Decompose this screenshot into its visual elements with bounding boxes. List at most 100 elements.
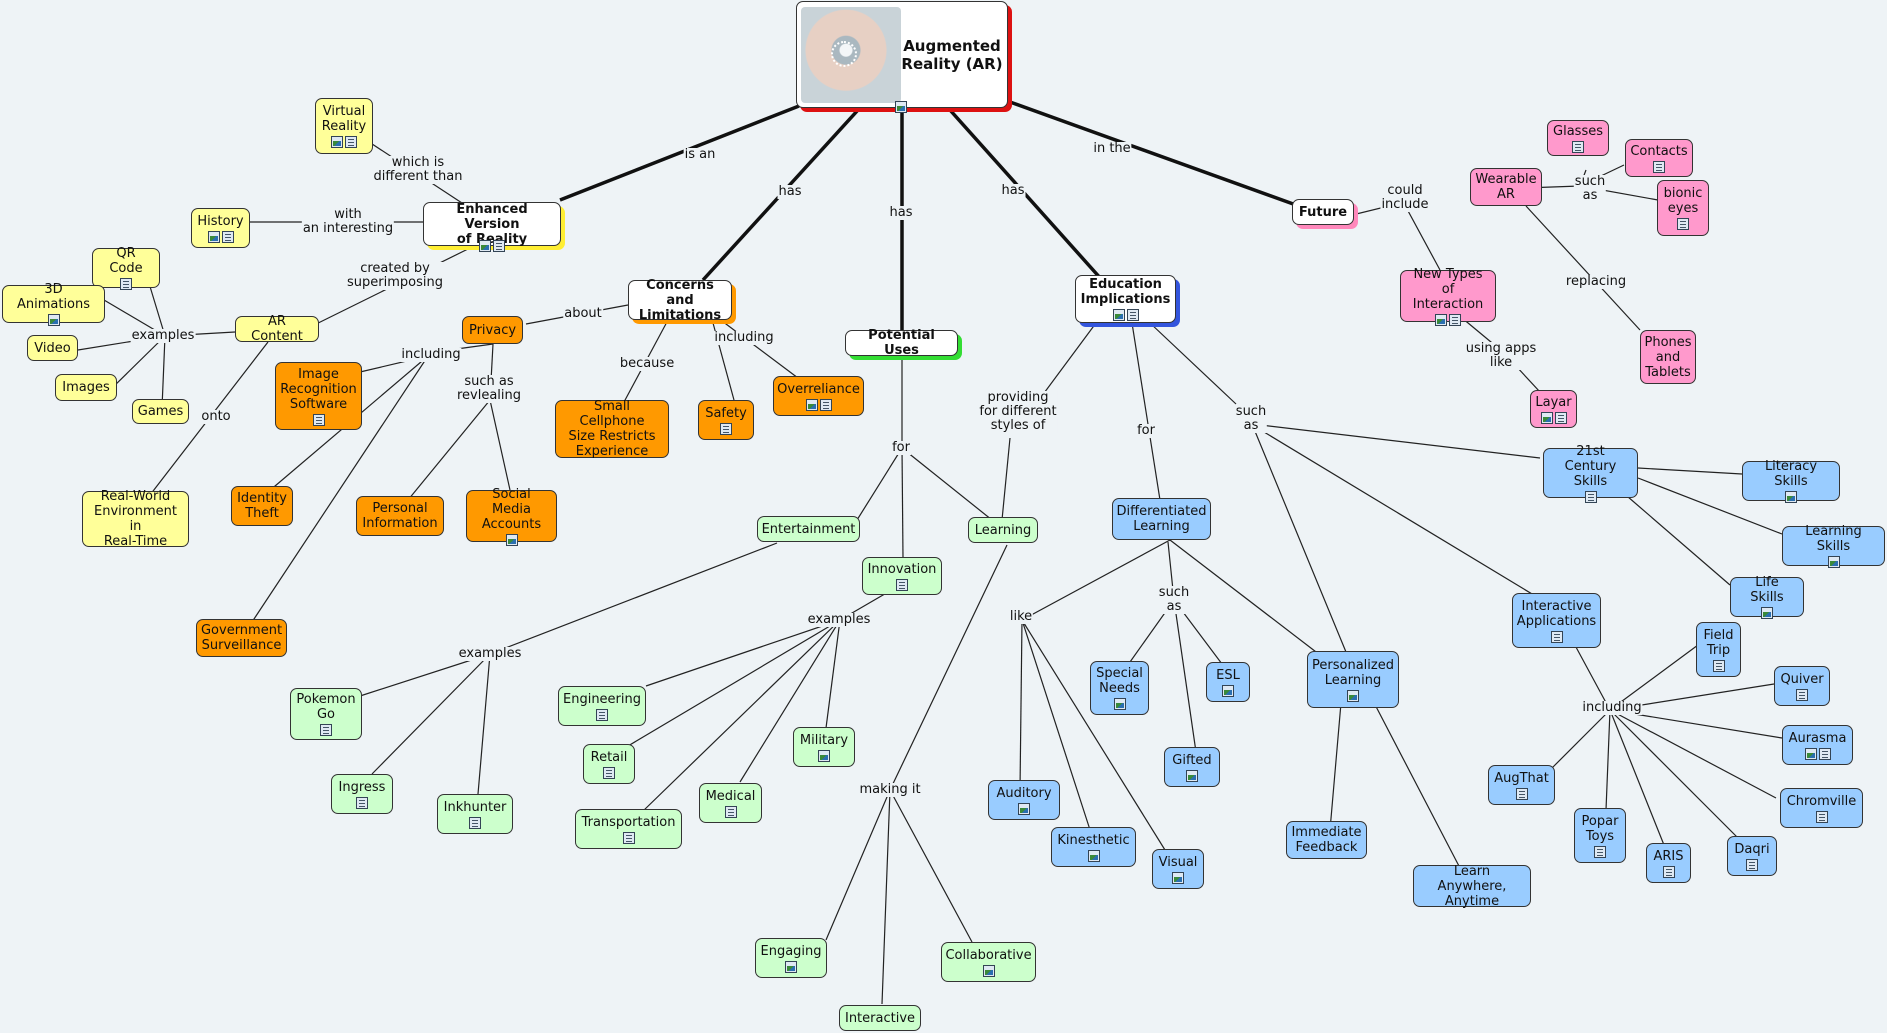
node-wearable-ar[interactable]: Wearable AR <box>1470 168 1542 206</box>
node-special-needs[interactable]: Special Needs <box>1090 661 1149 715</box>
node-overreliance[interactable]: Overreliance <box>773 376 864 416</box>
node-immediate-feedback[interactable]: Immediate Feedback <box>1286 821 1367 859</box>
node-personal-information[interactable]: Personal Information <box>356 496 444 536</box>
image-icon[interactable] <box>1113 698 1126 710</box>
document-icon[interactable] <box>1653 160 1665 173</box>
document-icon[interactable] <box>221 230 234 243</box>
document-icon[interactable] <box>720 422 732 435</box>
document-icon[interactable] <box>1572 140 1584 153</box>
node-video[interactable]: Video <box>27 335 78 361</box>
document-icon[interactable] <box>493 240 505 252</box>
image-icon[interactable] <box>1172 871 1184 884</box>
image-icon[interactable] <box>1804 747 1817 760</box>
node-history[interactable]: History <box>191 208 250 248</box>
node-engaging[interactable]: Engaging <box>755 938 827 978</box>
root-node-augmented-reality[interactable]: Augmented Reality (AR) <box>796 1 1008 113</box>
node-esl[interactable]: ESL <box>1206 662 1250 702</box>
node-aris[interactable]: ARIS <box>1646 843 1691 883</box>
node-small-cellphone[interactable]: Small Cellphone Size Restricts Experienc… <box>555 399 669 459</box>
image-icon[interactable] <box>1761 607 1773 619</box>
document-icon[interactable] <box>1746 858 1758 871</box>
document-icon[interactable] <box>1818 747 1831 760</box>
node-retail[interactable]: Retail <box>583 744 635 784</box>
image-icon[interactable] <box>982 964 995 977</box>
image-icon[interactable] <box>1018 802 1030 815</box>
node-concerns-limitations[interactable]: Concerns and Limitations <box>628 278 732 323</box>
node-layar[interactable]: Layar <box>1530 390 1577 428</box>
node-real-world[interactable]: Real-World Environment in Real-Time <box>82 489 189 549</box>
image-icon[interactable] <box>207 230 220 243</box>
node-contacts[interactable]: Contacts <box>1625 139 1693 177</box>
node-virtual-reality[interactable]: Virtual Reality <box>315 98 373 154</box>
document-icon[interactable] <box>596 708 608 721</box>
image-icon[interactable] <box>479 240 491 252</box>
node-enhanced-version[interactable]: Enhanced Version of Reality <box>423 202 561 252</box>
document-icon[interactable] <box>345 136 357 148</box>
node-government-surveillance[interactable]: Government Surveillance <box>196 619 287 657</box>
node-bionic-eyes[interactable]: bionic eyes <box>1657 180 1709 236</box>
document-icon[interactable] <box>603 766 615 779</box>
image-icon[interactable] <box>1087 849 1100 862</box>
node-auditory[interactable]: Auditory <box>988 780 1060 820</box>
document-icon[interactable] <box>896 578 908 591</box>
node-21st-century-skills[interactable]: 21st Century Skills <box>1543 444 1638 503</box>
image-icon[interactable] <box>805 398 818 411</box>
node-images[interactable]: Images <box>55 374 117 401</box>
document-icon[interactable] <box>1815 810 1828 823</box>
node-potential-uses[interactable]: Potential Uses <box>845 328 958 358</box>
document-icon[interactable] <box>320 724 332 736</box>
image-icon[interactable] <box>1222 684 1234 697</box>
document-icon[interactable] <box>1712 659 1725 672</box>
node-games[interactable]: Games <box>132 399 189 424</box>
document-icon[interactable] <box>1554 411 1567 424</box>
document-icon[interactable] <box>1677 218 1689 230</box>
node-differentiated-learning[interactable]: Differentiated Learning <box>1112 498 1211 540</box>
document-icon[interactable] <box>819 398 832 411</box>
node-chromville[interactable]: Chromville <box>1780 788 1863 828</box>
node-glasses[interactable]: Glasses <box>1547 120 1609 156</box>
node-entertainment[interactable]: Entertainment <box>757 516 860 542</box>
node-learning-skills[interactable]: Learning Skills <box>1782 524 1885 568</box>
node-pokemon-go[interactable]: Pokemon Go <box>290 688 362 740</box>
node-social-media-accounts[interactable]: Social Media Accounts <box>466 487 557 546</box>
document-icon[interactable] <box>356 796 368 809</box>
document-icon[interactable] <box>1594 845 1606 858</box>
node-phones-tablets[interactable]: Phones and Tablets <box>1640 330 1696 384</box>
node-interactive-applications[interactable]: Interactive Applications <box>1512 593 1601 648</box>
node-popar-toys[interactable]: Popar Toys <box>1574 808 1626 863</box>
node-gifted[interactable]: Gifted <box>1164 747 1220 787</box>
node-future[interactable]: Future <box>1292 199 1354 225</box>
node-ar-content[interactable]: AR Content <box>235 314 319 344</box>
image-icon[interactable] <box>1112 309 1125 321</box>
image-icon[interactable] <box>895 101 907 113</box>
image-icon[interactable] <box>47 314 60 326</box>
node-qr-code[interactable]: QR Code <box>92 246 160 290</box>
node-privacy[interactable]: Privacy <box>462 316 523 344</box>
node-visual[interactable]: Visual <box>1152 849 1204 889</box>
node-inkhunter[interactable]: Inkhunter <box>437 794 513 834</box>
node-education-implications[interactable]: Education Implications <box>1075 275 1176 323</box>
image-icon[interactable] <box>818 749 830 762</box>
node-transportation[interactable]: Transportation <box>575 809 682 849</box>
node-learning[interactable]: Learning <box>968 517 1038 543</box>
document-icon[interactable] <box>120 278 132 290</box>
document-icon[interactable] <box>469 816 481 829</box>
document-icon[interactable] <box>1662 865 1675 878</box>
image-icon[interactable] <box>331 136 343 148</box>
document-icon[interactable] <box>1515 787 1528 800</box>
document-icon[interactable] <box>1584 490 1597 503</box>
document-icon[interactable] <box>1796 688 1808 701</box>
node-ingress[interactable]: Ingress <box>331 774 393 814</box>
image-icon[interactable] <box>1435 313 1447 326</box>
node-literacy-skills[interactable]: Literacy Skills <box>1742 459 1840 503</box>
document-icon[interactable] <box>724 805 737 818</box>
image-icon[interactable] <box>785 960 797 973</box>
node-quiver[interactable]: Quiver <box>1774 666 1830 706</box>
image-icon[interactable] <box>1827 556 1840 568</box>
node-interactive[interactable]: Interactive <box>839 1005 921 1031</box>
node-aurasma[interactable]: Aurasma <box>1782 725 1853 765</box>
node-image-recognition[interactable]: Image Recognition Software <box>275 362 362 430</box>
image-icon[interactable] <box>1186 769 1198 782</box>
document-icon[interactable] <box>622 831 635 844</box>
document-icon[interactable] <box>1550 630 1563 643</box>
